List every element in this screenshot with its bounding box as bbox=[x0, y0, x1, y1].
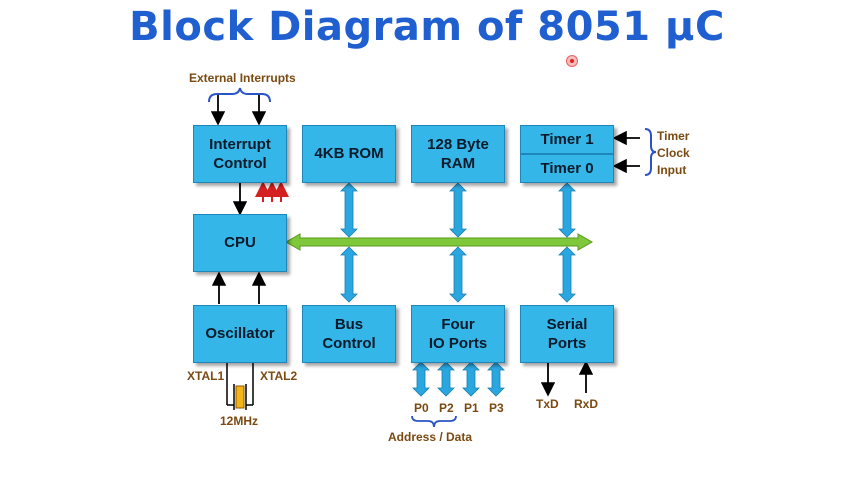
oscillator-block: Oscillator bbox=[193, 305, 287, 363]
rom-block: 4KB ROM bbox=[302, 125, 396, 183]
timer-clock-input-label: Timer Clock Input bbox=[657, 129, 690, 177]
timer0-block: Timer 0 bbox=[520, 154, 614, 183]
port-p1-arrow bbox=[462, 361, 480, 397]
io-ports-block: Four IO Ports bbox=[411, 305, 505, 363]
bus-arrows bbox=[340, 182, 576, 397]
bus-control-block: Bus Control bbox=[302, 305, 396, 363]
txd-label: TxD bbox=[536, 397, 559, 411]
external-interrupts-bracket bbox=[208, 87, 271, 103]
address-data-label: Address / Data bbox=[388, 430, 473, 444]
port-p2-arrow bbox=[437, 361, 455, 397]
serial-ports-block: Serial Ports bbox=[520, 305, 614, 363]
port-p3-label: P3 bbox=[489, 401, 504, 415]
crystal-frequency-label: 12MHz bbox=[220, 414, 259, 428]
xtal1-label: XTAL1 bbox=[187, 369, 225, 383]
timer-clock-bracket bbox=[644, 128, 657, 176]
ram-bus-arrow bbox=[449, 182, 467, 238]
system-bus bbox=[284, 233, 594, 251]
io-ports-arrow bbox=[449, 246, 467, 303]
interrupt-control-block: Interrupt Control bbox=[193, 125, 287, 183]
page-title: Block Diagram of 8051 μC bbox=[129, 4, 725, 50]
crystal-symbol bbox=[226, 363, 254, 410]
external-interrupts-label: External Interrupts bbox=[189, 71, 296, 85]
port-p3-arrow bbox=[487, 361, 505, 397]
port-p1-label: P1 bbox=[464, 401, 479, 415]
xtal2-label: XTAL2 bbox=[260, 369, 298, 383]
rxd-label: RxD bbox=[574, 397, 599, 411]
timer-bus-arrow bbox=[558, 182, 576, 238]
address-data-bracket bbox=[411, 415, 457, 428]
timer1-block: Timer 1 bbox=[520, 125, 614, 154]
serial-ports-arrow bbox=[558, 246, 576, 303]
port-p2-label: P2 bbox=[439, 401, 454, 415]
port-p0-label: P0 bbox=[414, 401, 429, 415]
port-p0-arrow bbox=[412, 361, 430, 397]
rom-bus-arrow bbox=[340, 182, 358, 238]
bus-control-arrow bbox=[340, 246, 358, 303]
pointer-highlight bbox=[566, 55, 578, 67]
ram-block: 128 Byte RAM bbox=[411, 125, 505, 183]
cpu-block: CPU bbox=[193, 214, 287, 272]
